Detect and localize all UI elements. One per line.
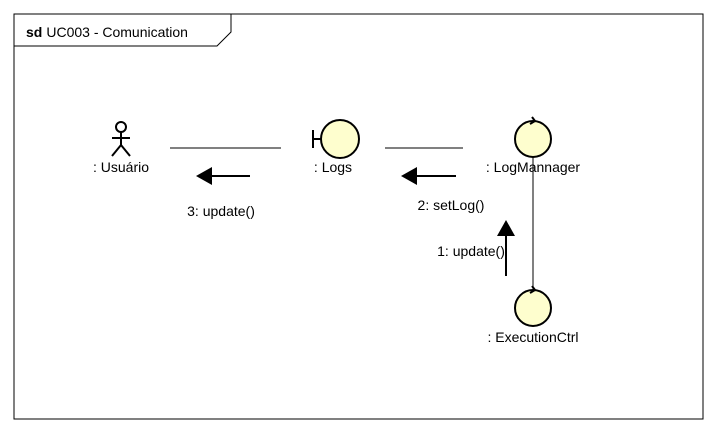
message-label-1: 1: update() [437, 243, 505, 259]
node-label-executionctrl: : ExecutionCtrl [487, 329, 578, 345]
node-label-logmannager: : LogMannager [486, 159, 581, 175]
control-icon [514, 116, 552, 158]
message-arrow-1 [497, 220, 515, 276]
actor-icon [111, 121, 131, 157]
control-icon [514, 285, 552, 327]
frame-kind: sd [26, 24, 42, 40]
frame-title-tab [14, 14, 232, 47]
node-label-logs: : Logs [314, 159, 352, 175]
boundary-icon [312, 119, 360, 159]
diagram-frame [13, 13, 704, 420]
node-label-usuario: : Usuário [93, 159, 149, 175]
message-arrow-3 [196, 167, 250, 185]
message-arrow-2 [401, 167, 456, 185]
message-label-3: 3: update() [187, 203, 255, 219]
frame-name: UC003 - Comunication [46, 24, 188, 40]
message-label-2: 2: setLog() [418, 197, 485, 213]
